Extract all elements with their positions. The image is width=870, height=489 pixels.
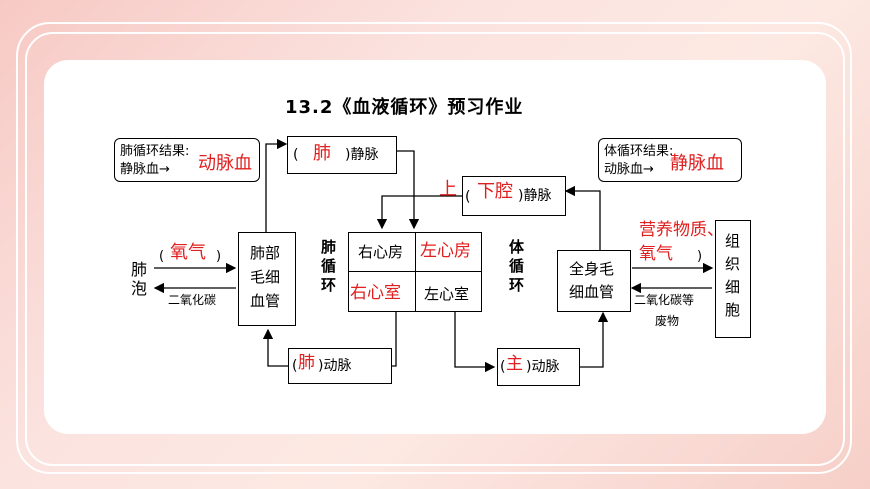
arrow-vena-cava-to-right-atrium [376,195,462,230]
pulmonary-result-box [114,138,260,182]
body-capillaries-line1: 全身毛 [569,260,615,278]
aorta-open: ( [500,359,506,375]
co2-out-label: 二氧化碳 [168,293,217,307]
arrow-body-to-vena-cava [564,185,601,250]
pulmonary-vein-open: ( [293,147,299,163]
tissue-cells-char2: 织 [725,255,741,273]
nutrients-close: ) [697,249,703,264]
right-ventricle: 右心室 [350,283,401,303]
arrow-aorta-to-body [580,311,609,368]
oxygen-open: ( [159,249,165,264]
vena-cava-prefix: 上 [439,179,457,200]
pulmonary-artery-label: )动脉 [318,358,352,374]
vena-cava-box [462,176,566,216]
arrow-pulmonary-artery-to-lung [262,328,288,367]
left-atrium: 左心房 [420,241,471,261]
systemic-circulation-char1: 体 [509,238,525,256]
lung-capillaries-box [238,232,296,326]
lung-capillaries-line1: 肺部 [250,244,281,262]
lung-capillaries-line3: 血管 [250,292,281,310]
tissue-cells-box [715,220,751,338]
pulmonary-result-label: 肺循环结果: [120,144,190,159]
pulmonary-result-from: 静脉血→ [120,162,170,177]
systemic-result-answer: 静脉血 [670,153,724,174]
inner-frame [25,32,845,466]
arrow-left-ventricle-to-aorta [454,312,496,373]
left-ventricle: 左心室 [424,285,470,303]
tissue-cells-char3: 细 [725,278,741,296]
pulmonary-circulation-char1: 肺 [321,238,337,256]
tissue-cells-char1: 组 [725,232,741,250]
systemic-result-label: 体循环结果: [604,144,674,159]
waste-line1: 二氧化碳等 [634,293,695,307]
pulmonary-circulation-char3: 环 [321,276,337,294]
nutrients-answer-line1: 营养物质、 [639,220,724,240]
pulmonary-artery-open: ( [292,358,298,374]
oxygen-answer: 氧气 [170,242,206,263]
aorta-answer: 主 [506,354,523,374]
alveoli-char2: 泡 [131,279,148,298]
page-title: 13.2《血液循环》预习作业 [285,97,524,118]
pulmonary-result-answer: 动脉血 [198,153,252,174]
heart-septum [415,232,416,312]
pulmonary-artery-answer: 肺 [298,353,315,373]
vena-cava-open: ( [465,189,471,205]
outer-frame [16,22,852,474]
right-atrium: 右心房 [358,243,404,261]
pulmonary-vein-answer: 肺 [313,143,331,164]
vena-cava-answer: 下腔 [477,181,513,202]
lung-capillaries-line2: 毛细 [250,268,281,286]
systemic-circulation-char2: 循 [509,257,525,275]
systemic-result-box [598,138,742,182]
pulmonary-vein-label: )静脉 [345,147,379,163]
waste-line2: 废物 [655,314,680,328]
arrow-pulmonary-vein-to-left-atrium [397,150,420,230]
systemic-circulation-char3: 环 [509,276,525,294]
oxygen-close: ) [216,249,222,264]
aorta-label: )动脉 [526,359,560,375]
body-capillaries-line2: 细血管 [569,283,615,301]
arrow-lung-to-pulmonary-vein [265,138,288,232]
pulmonary-artery-box [288,348,392,384]
heart-valve-line [348,271,482,272]
vena-cava-label: )静脉 [518,188,552,204]
tissue-cells-char4: 胞 [725,301,741,319]
pulmonary-circulation-char2: 循 [321,257,337,275]
alveoli-char1: 肺 [131,260,148,279]
pulmonary-vein-box [287,136,397,174]
body-capillaries-box [557,250,631,312]
nutrients-answer-line2: 氧气 [639,244,673,264]
systemic-result-from: 动脉血→ [604,162,654,177]
aorta-box [497,348,580,386]
